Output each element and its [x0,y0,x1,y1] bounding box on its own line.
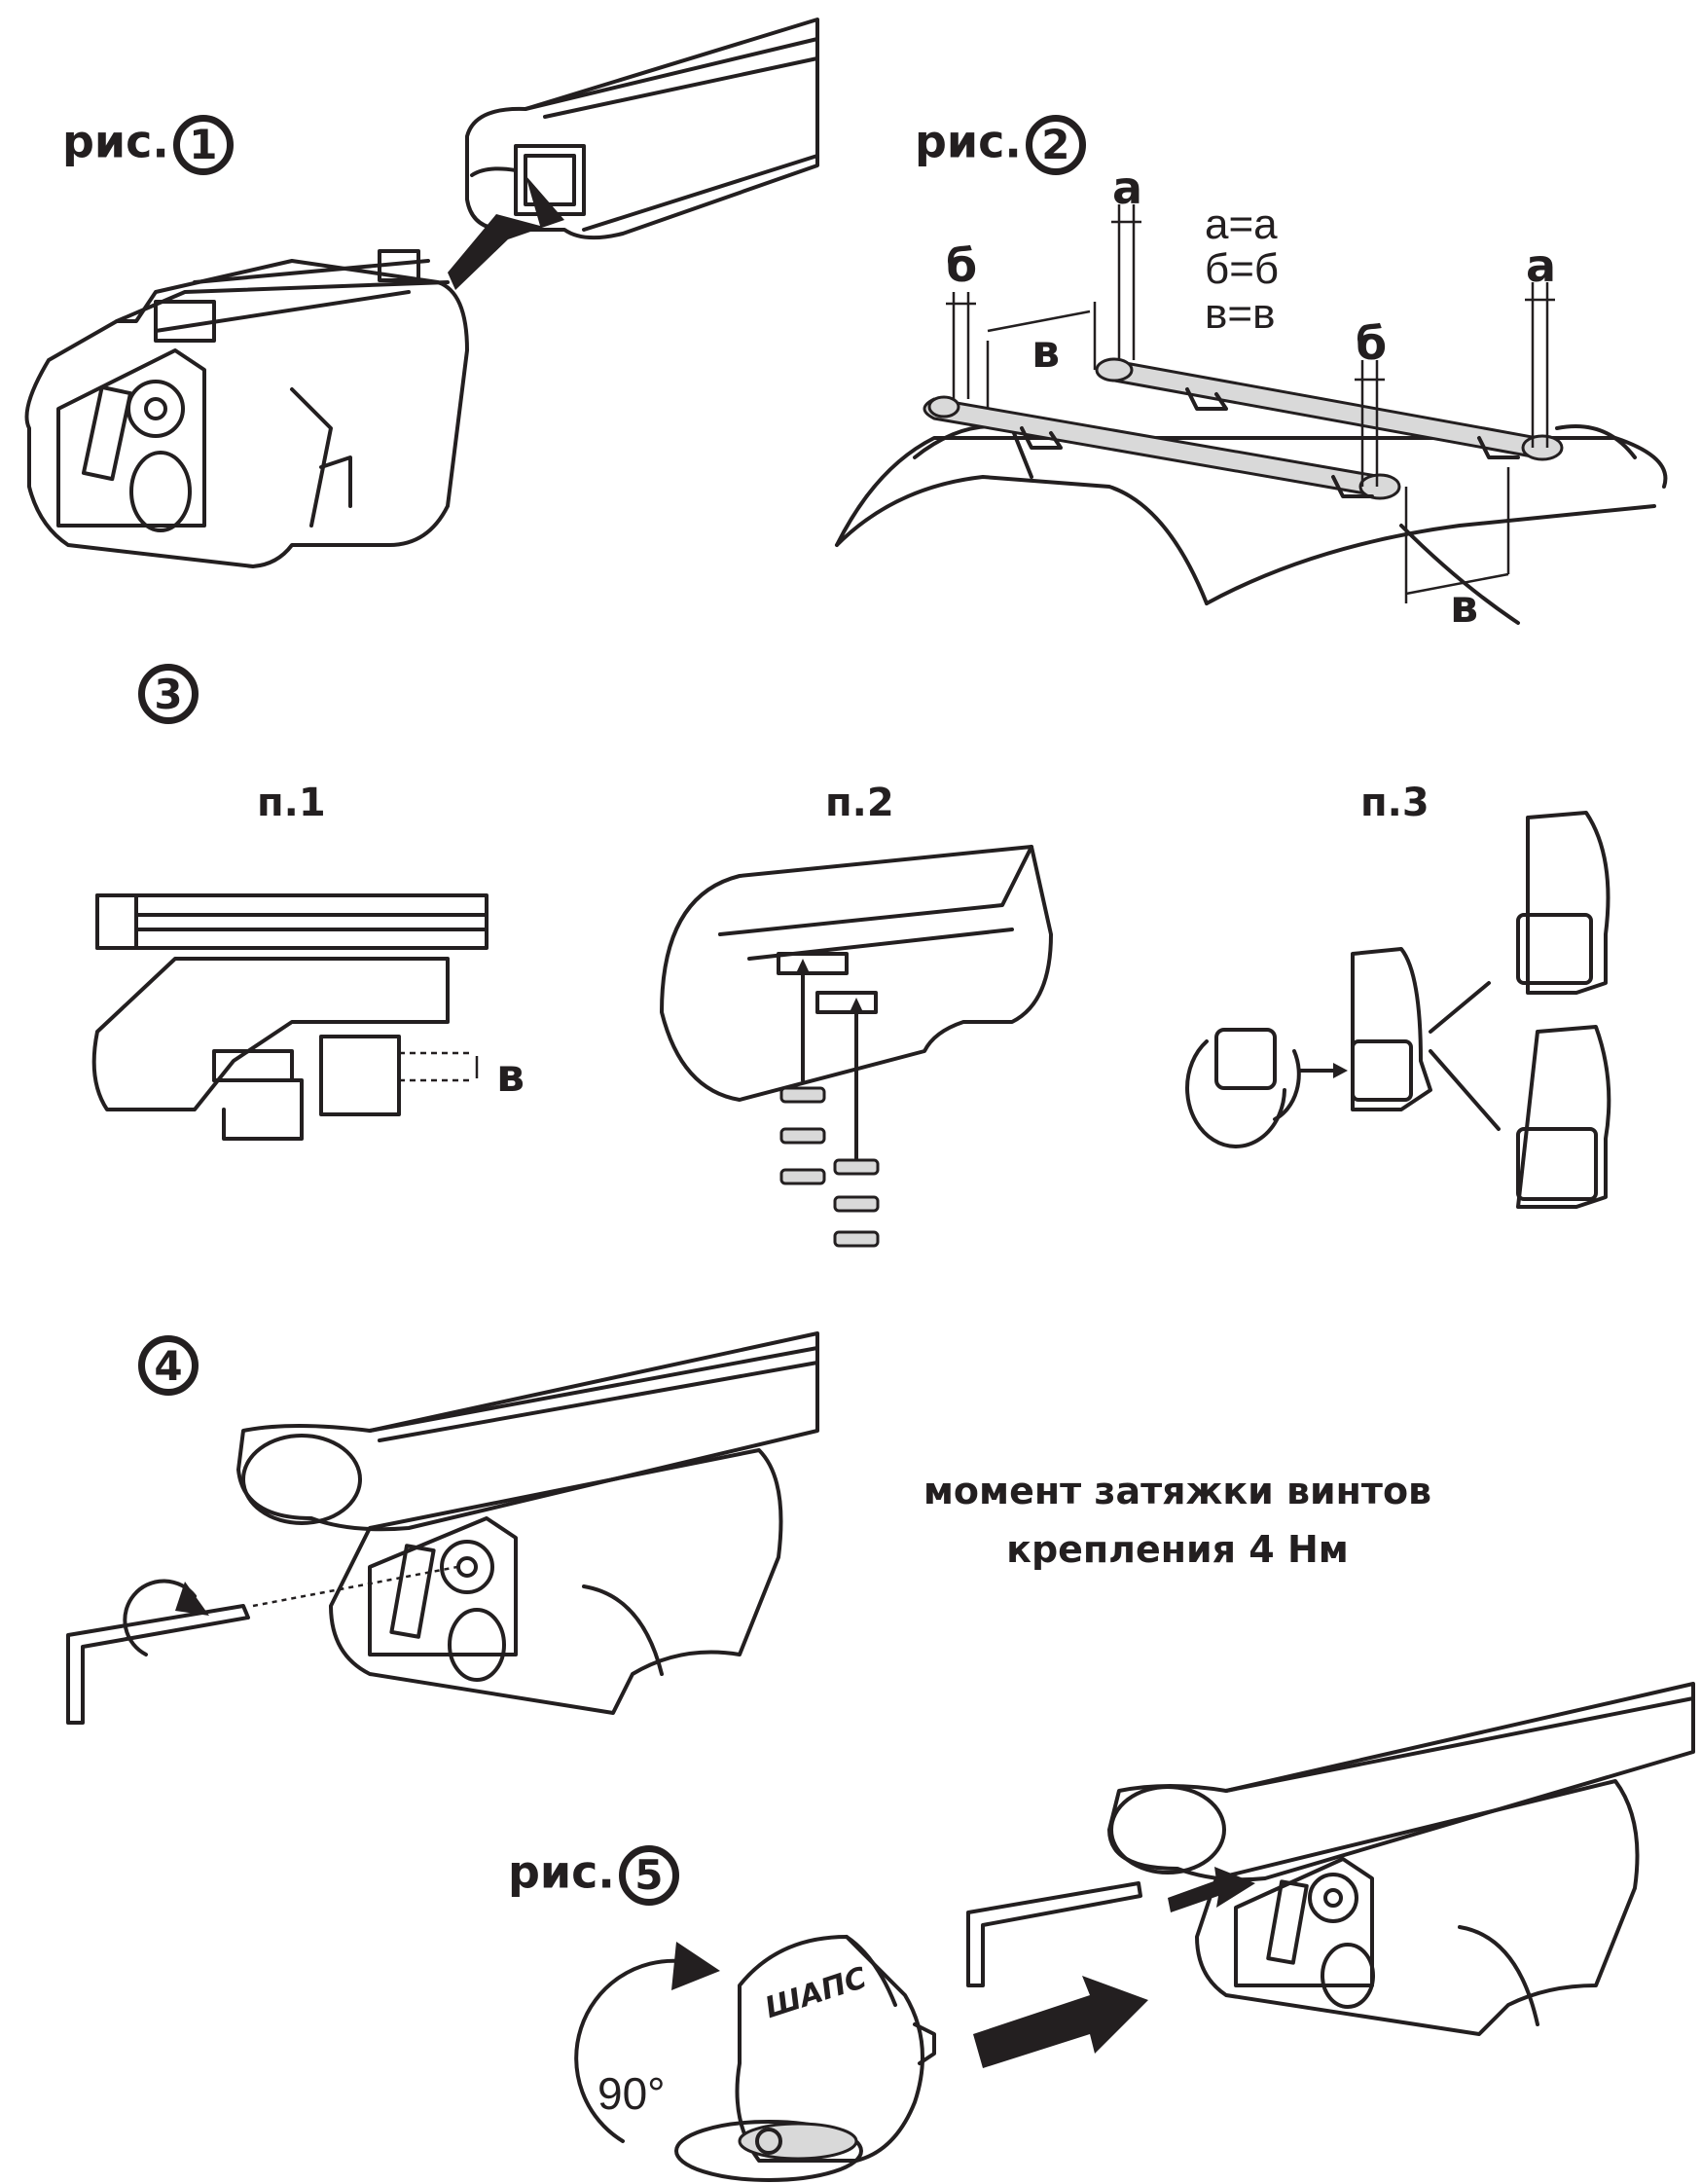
fig3-title: 3 [138,664,199,724]
fig1-drawing [24,18,819,568]
fig4-foot [236,1331,819,1715]
rotate-icon [123,1579,209,1656]
fig5-foot [1107,1682,1695,2036]
arrow-icon [1168,1867,1255,1912]
fig3-step3-label: п.3 [1360,781,1430,825]
crossbar-front [923,395,1401,500]
fig2-dim-v-top: в [1031,325,1061,378]
fig5-prefix: рис. [508,1845,615,1899]
fig2-dim-b-left: б [946,239,978,292]
fig4-torque-note: момент затяжки винтов крепления 4 Нм [886,1462,1469,1579]
dimension-lines [946,204,1555,603]
step1-foot [91,893,489,1141]
fig5-angle: 90° [597,2068,666,2119]
fig4-drawing [66,1331,819,1725]
end-cap [674,1935,936,2182]
fig2-badge: 2 [1025,115,1086,175]
arrow-icon [973,1976,1148,2068]
fig2-dim-v-bottom: в [1450,580,1479,633]
fig3-step1-label: п.1 [257,781,326,825]
fig1-title: рис.1 [62,115,234,175]
fig2-prefix: рис. [915,115,1022,168]
rotate-icon [574,1942,720,2143]
fig3-badge: 3 [138,664,199,724]
fig4-badge: 4 [138,1335,199,1396]
fig3-drawing [91,811,1611,1248]
torque-line-2: крепления 4 Нм [1006,1528,1349,1571]
fig2-dim-b-right: б [1356,317,1388,370]
equation-b: б=б [1205,245,1280,293]
fig5-badge: 5 [618,1845,679,1906]
fig1-prefix: рис. [62,115,169,168]
fig2-equations: а=а б=б в=в [1205,202,1279,337]
fig5-title: рис.5 [508,1845,679,1906]
torque-line-1: момент затяжки винтов [923,1470,1432,1512]
fig1-badge: 1 [172,115,234,175]
fig2-drawing [835,204,1668,625]
foot-unit [24,249,469,568]
step2-pads [779,1086,880,1248]
fig3-step2-label: п.2 [825,781,894,825]
step2-foot [660,845,1053,1160]
hex-key-icon [66,1604,250,1725]
fig3-step1-dim: в [496,1049,525,1102]
equation-v: в=в [1205,290,1276,338]
step3-pads [1185,811,1611,1209]
fig2-dim-a-right: а [1526,239,1557,292]
fig2-title: рис.2 [915,115,1086,175]
hex-key-icon [966,1881,1142,1987]
fig4-title: 4 [138,1335,199,1396]
equation-a: а=а [1205,200,1278,248]
fig2-dim-a-left: а [1112,162,1143,214]
arrow-icon [448,175,564,290]
